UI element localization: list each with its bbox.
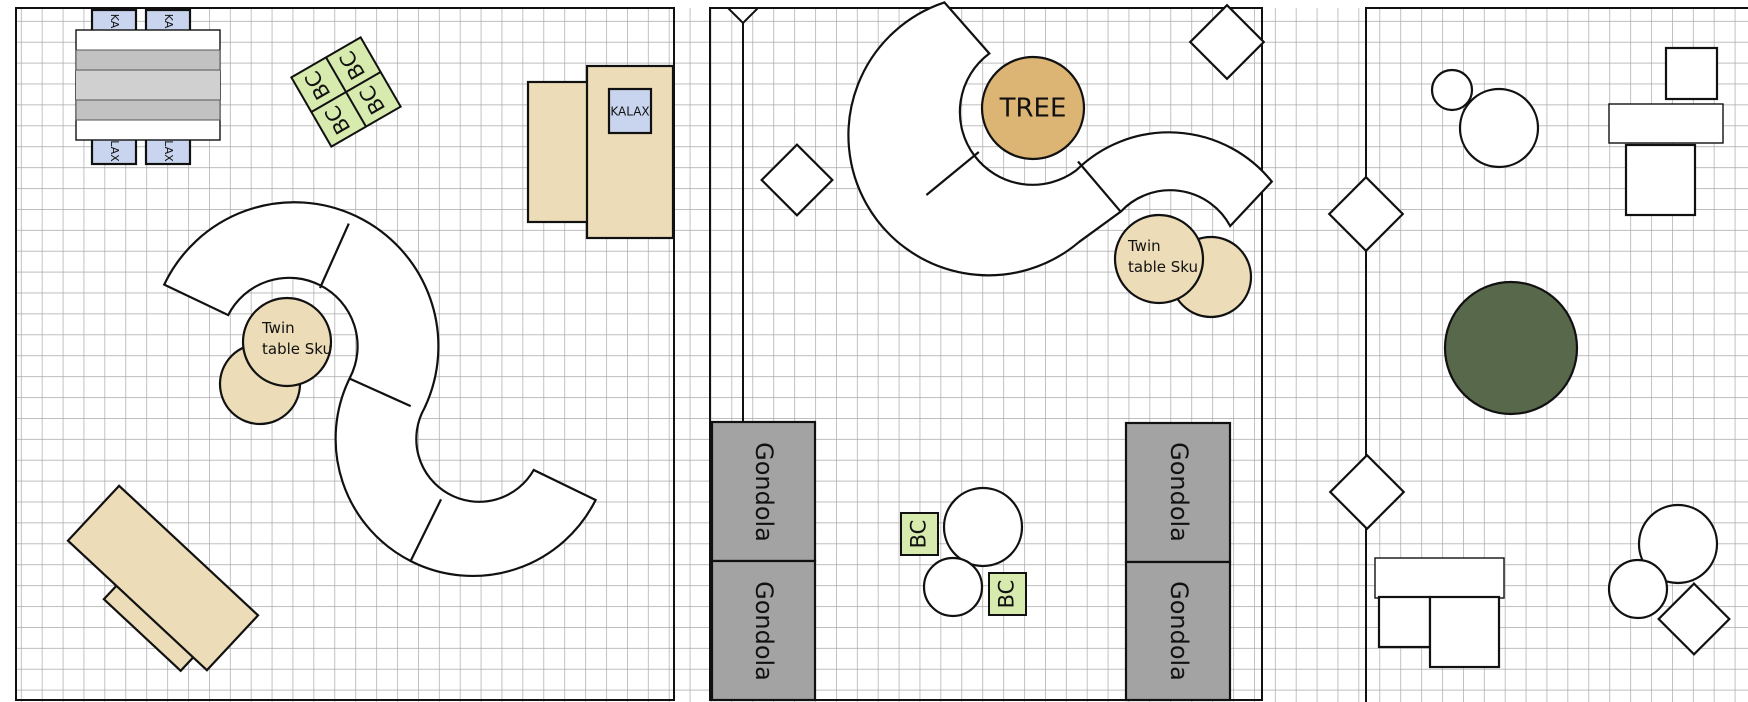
room-left-wall bbox=[15, 7, 675, 701]
room-middle-wall bbox=[709, 7, 1263, 701]
tree: TREE bbox=[980, 55, 1086, 161]
round-table bbox=[1458, 87, 1540, 169]
twin-table: Twin table Sku bbox=[218, 296, 333, 426]
desk-board bbox=[1374, 557, 1505, 599]
twin-table: Twin table Sku bbox=[1113, 213, 1253, 319]
diamond-marker bbox=[725, 7, 761, 25]
bc-label: BC bbox=[907, 520, 931, 549]
twin-table-label: table Sku bbox=[1128, 258, 1198, 276]
round-tables-bottom bbox=[1607, 503, 1731, 656]
gondola-label: Gondola bbox=[750, 581, 778, 681]
twin-table-label: Twin bbox=[261, 319, 295, 337]
kalax-label-cut: KA bbox=[162, 14, 175, 29]
table-shelf-band bbox=[75, 49, 221, 71]
kalax-label-cut: LAX bbox=[108, 140, 121, 162]
diamond-marker bbox=[1328, 453, 1406, 531]
curved-sofa-tree bbox=[847, 1, 1274, 277]
round-table bbox=[942, 486, 1024, 568]
round-table bbox=[1607, 558, 1669, 620]
round-table bbox=[1430, 68, 1474, 112]
gondola-label: Gondola bbox=[1165, 442, 1193, 542]
shelf-board bbox=[1608, 103, 1724, 144]
bc-table-group: BC BC bbox=[900, 486, 1027, 618]
gondola-label: Gondola bbox=[1165, 581, 1193, 681]
cabinet-group: KALAX bbox=[526, 64, 675, 240]
curved-sofa bbox=[162, 201, 598, 577]
shelf-box bbox=[1664, 46, 1719, 101]
kalax-label-cut: KA bbox=[108, 14, 121, 29]
kalax-label-cut: LAX bbox=[162, 140, 175, 162]
bc-tile bbox=[900, 512, 939, 556]
kalax-unit bbox=[607, 87, 653, 135]
bed-group bbox=[66, 484, 260, 673]
twin-table-label: table Sku bbox=[262, 340, 332, 358]
round-tables-top bbox=[1430, 68, 1540, 169]
bc-block: BC BC BC BC bbox=[289, 35, 403, 149]
kalax-label: KALAX bbox=[610, 105, 649, 119]
desk-box bbox=[1428, 595, 1501, 669]
desk-group bbox=[1374, 557, 1505, 669]
diamond-marker bbox=[760, 143, 834, 217]
tree-label: TREE bbox=[999, 94, 1067, 124]
table-shelf-band bbox=[75, 99, 221, 121]
shelf-stack-top bbox=[1608, 46, 1724, 217]
twin-table-circle bbox=[1113, 213, 1205, 305]
twin-table-circle bbox=[241, 296, 333, 388]
gondola-stack-right: Gondola Gondola bbox=[1124, 421, 1232, 702]
green-round-feature bbox=[1443, 280, 1579, 416]
twin-table-label: Twin bbox=[1127, 237, 1161, 255]
bed-top bbox=[66, 484, 260, 672]
desk-box bbox=[1377, 595, 1432, 649]
cabinet bbox=[526, 80, 590, 224]
gondola bbox=[710, 420, 817, 563]
gondola-label: Gondola bbox=[750, 442, 778, 542]
gondola bbox=[1124, 560, 1232, 702]
diamond-marker bbox=[1657, 582, 1731, 656]
gondola-stack-left: Gondola Gondola bbox=[710, 420, 817, 702]
kalax-table-group: KA KA LAX LAX bbox=[75, 8, 221, 166]
gondola bbox=[710, 559, 817, 702]
round-table bbox=[1637, 503, 1719, 585]
shelf-box bbox=[1624, 143, 1697, 217]
diamond-marker bbox=[1327, 175, 1405, 253]
bc-tile bbox=[988, 572, 1027, 616]
round-table bbox=[922, 556, 984, 618]
diamond-marker bbox=[1188, 3, 1266, 81]
bc-label: BC bbox=[995, 580, 1019, 609]
tree-circle bbox=[980, 55, 1086, 161]
